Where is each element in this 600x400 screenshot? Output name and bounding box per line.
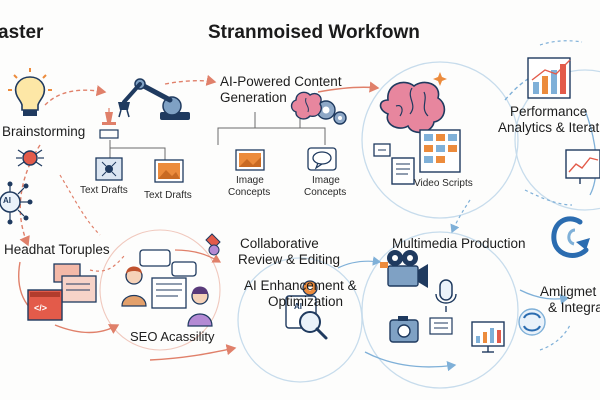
idea-network-icon <box>16 149 44 167</box>
code-window-icon <box>27 263 97 321</box>
label-collaborative-2: Review & Editing <box>238 252 341 267</box>
bar-chart-icon <box>527 57 571 99</box>
label-image-concepts-1a: Image <box>236 175 264 186</box>
robot-arm-icon <box>99 78 190 139</box>
image-concepts-icon-1 <box>235 149 265 171</box>
label-collaborative-1: Collaborative <box>240 236 319 251</box>
label-video-scripts: Video Scripts <box>414 178 473 189</box>
label-image-concepts-2b: Concepts <box>304 187 347 198</box>
label-text-drafts-2: Text Drafts <box>144 190 192 201</box>
label-ai-content-1: AI-Powered Content <box>220 74 342 89</box>
magnifier-icon <box>285 280 328 340</box>
circle-ai-content <box>361 61 519 219</box>
media-docs-icon <box>429 317 453 335</box>
film-camera-icon <box>380 250 428 288</box>
ai-network-icon <box>0 181 33 225</box>
video-scripts-icon <box>373 129 461 185</box>
label-performance-2: Analytics & Iteration <box>498 120 600 135</box>
circle-seo <box>99 229 221 351</box>
microphone-icon <box>435 279 457 312</box>
label-ai-content-2: Generation <box>220 90 287 105</box>
image-concepts-icon-2 <box>307 147 337 171</box>
text-draft-icon-1 <box>95 157 123 181</box>
ai-badge-network: AI <box>3 196 11 205</box>
page-title: Stranmoised Workfown <box>208 22 420 43</box>
label-seo: SEO Acassility <box>130 329 215 344</box>
label-ai-enhancement-1: AI Enhancement & <box>244 278 357 293</box>
label-amligment-1: Amligmet <box>540 284 597 299</box>
code-badge: </> <box>34 303 48 313</box>
gears-icon <box>316 100 347 125</box>
label-image-concepts-2a: Image <box>312 175 340 186</box>
label-brainstorming: Brainstorming <box>2 124 86 139</box>
ai-badge-doc: AI <box>294 302 302 311</box>
label-image-concepts-1b: Concepts <box>228 187 271 198</box>
refresh-icon <box>518 308 546 336</box>
label-amligment-2: & Integrat <box>548 300 600 315</box>
dashboard-monitor-icon <box>471 321 505 353</box>
circle-multimedia <box>361 231 519 389</box>
text-draft-icon-2 <box>154 159 184 183</box>
label-headhat: Headhat Toruples <box>4 242 110 257</box>
label-text-drafts-1: Text Drafts <box>80 185 128 196</box>
label-multimedia: Multimedia Production <box>392 236 526 251</box>
brain-icon-small <box>290 91 322 120</box>
lightbulb-icon <box>8 68 52 116</box>
analytics-monitor-icon <box>565 149 600 184</box>
label-performance-1: Performance <box>510 104 588 119</box>
camera-icon <box>389 316 419 343</box>
header-left-cut: aster <box>0 22 44 43</box>
label-ai-enhancement-2: Optimization <box>268 294 344 309</box>
sync-icon <box>551 216 590 258</box>
team-icon <box>121 233 221 327</box>
brain-icon <box>379 81 446 134</box>
circle-performance <box>514 69 600 211</box>
sparkle-icon <box>433 72 447 86</box>
